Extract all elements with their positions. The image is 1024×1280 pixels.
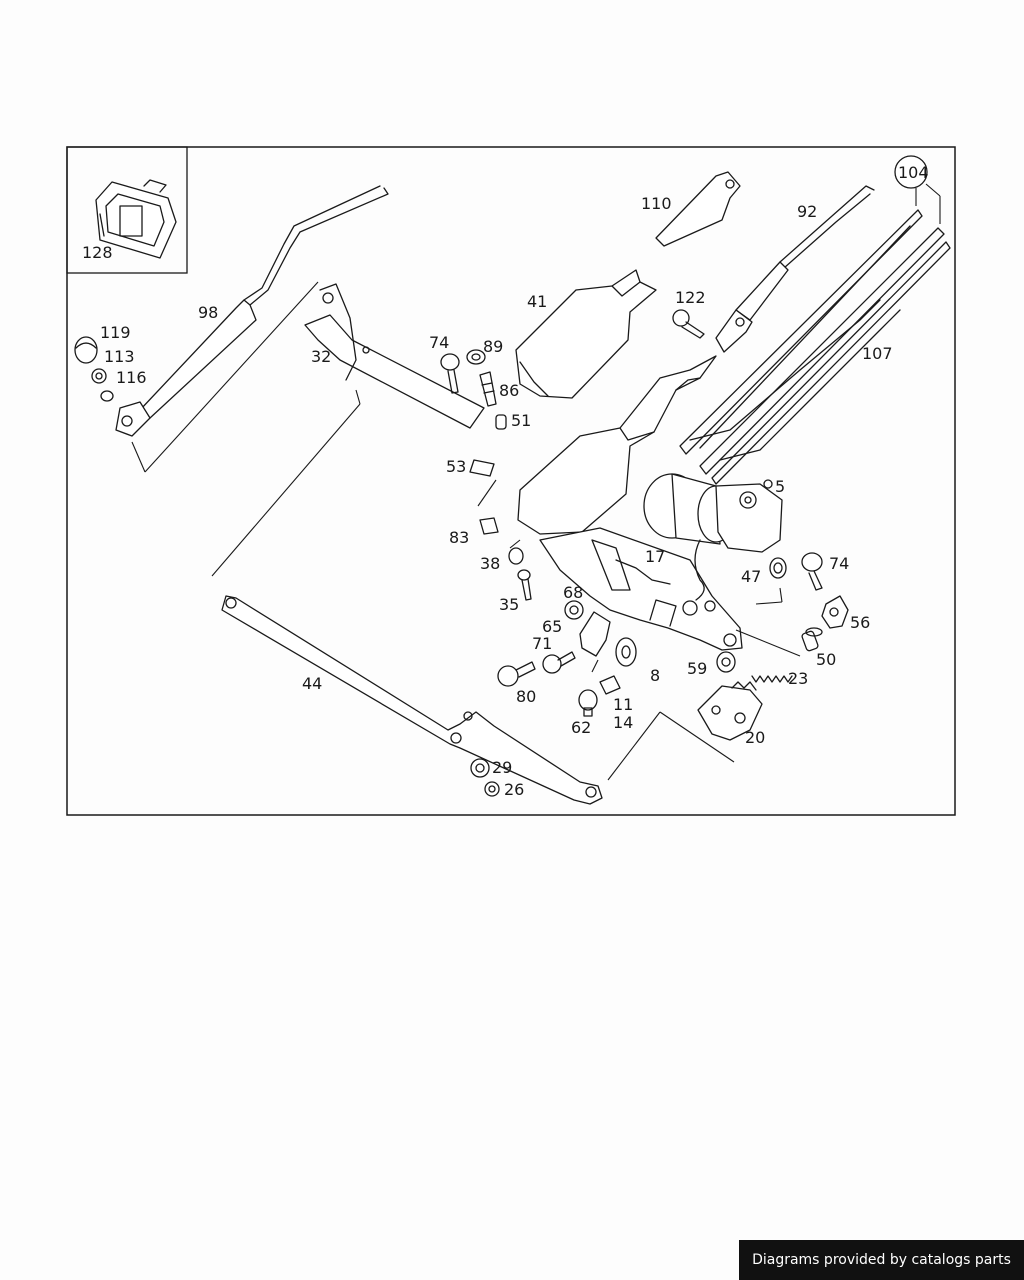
label-83: 83 xyxy=(449,528,469,547)
diagram-frame xyxy=(66,146,956,816)
part-44-drive-link xyxy=(221,595,735,805)
part-89-nut xyxy=(466,349,486,365)
label-119: 119 xyxy=(100,323,131,342)
part-68-nut xyxy=(564,600,584,620)
label-51: 51 xyxy=(511,411,531,430)
part-47-grommet xyxy=(755,557,787,605)
label-5: 5 xyxy=(775,477,785,496)
label-68: 68 xyxy=(563,583,583,602)
label-20: 20 xyxy=(745,728,765,747)
label-86: 86 xyxy=(499,381,519,400)
part-26-nut xyxy=(484,781,500,797)
part-104-wiper-blade-lower xyxy=(699,227,951,485)
credit-banner: Diagrams provided by catalogs parts xyxy=(739,1240,1024,1280)
part-53-clip xyxy=(469,459,497,507)
label-14: 14 xyxy=(613,713,633,732)
part-32-linkage-bracket xyxy=(211,283,485,577)
label-74-upper: 74 xyxy=(429,333,449,352)
label-104: 104 xyxy=(898,163,929,182)
part-116-washer xyxy=(100,390,114,402)
label-65: 65 xyxy=(542,617,562,636)
part-41-cover xyxy=(515,269,657,399)
part-11-clip xyxy=(591,659,621,695)
label-92: 92 xyxy=(797,202,817,221)
label-89: 89 xyxy=(483,337,503,356)
part-110-cover-piece xyxy=(655,171,741,247)
part-56-bracket xyxy=(821,595,849,629)
part-8-washer xyxy=(615,637,637,667)
label-23: 23 xyxy=(788,669,808,688)
part-17-wiper-frame xyxy=(539,527,801,657)
part-71-bolt xyxy=(542,651,576,674)
label-110: 110 xyxy=(641,194,672,213)
label-107: 107 xyxy=(862,344,893,363)
label-62: 62 xyxy=(571,718,591,737)
part-119-cap xyxy=(74,336,98,364)
label-116: 116 xyxy=(116,368,147,387)
part-23-spring xyxy=(751,675,793,683)
label-59: 59 xyxy=(687,659,707,678)
part-65-bracket xyxy=(579,611,611,657)
label-44: 44 xyxy=(302,674,322,693)
part-104-wiper-blade-upper xyxy=(679,209,923,455)
part-50-pin xyxy=(801,627,823,652)
part-80-bolt xyxy=(497,661,536,687)
part-83-clip xyxy=(479,517,499,535)
part-74-bolt-upper xyxy=(440,353,460,394)
label-71: 71 xyxy=(532,634,552,653)
part-122-bolt xyxy=(672,309,705,339)
inset-frame xyxy=(66,146,188,274)
callout-104-bracket xyxy=(894,155,941,224)
part-92-wiper-arm-right xyxy=(715,185,875,353)
label-80: 80 xyxy=(516,687,536,706)
part-35-screw xyxy=(517,569,532,601)
label-41: 41 xyxy=(527,292,547,311)
part-98-wiper-arm-left xyxy=(115,185,389,473)
callout-labels: 128 98 119 113 116 32 74 89 86 51 53 83 … xyxy=(82,163,929,799)
part-59-nut xyxy=(716,651,736,673)
part-74-bolt-lower xyxy=(801,552,823,591)
label-38: 38 xyxy=(480,554,500,573)
label-11: 11 xyxy=(613,695,633,714)
label-53: 53 xyxy=(446,457,466,476)
label-56: 56 xyxy=(850,613,870,632)
label-47: 47 xyxy=(741,567,761,586)
part-29-nut xyxy=(470,758,490,778)
part-38-bushing xyxy=(508,539,524,565)
label-32: 32 xyxy=(311,347,331,366)
part-62-ball-joint xyxy=(578,689,598,717)
label-113: 113 xyxy=(104,347,135,366)
label-35: 35 xyxy=(499,595,519,614)
part-128-connector xyxy=(95,179,177,259)
label-8: 8 xyxy=(650,666,660,685)
part-86-stud xyxy=(479,371,497,407)
label-29: 29 xyxy=(492,758,512,777)
part-5-wiper-motor xyxy=(643,473,783,601)
part-51-bushing xyxy=(495,414,507,430)
part-20-lever xyxy=(697,681,763,741)
part-41-cowl-cover xyxy=(517,355,717,535)
label-74-lower: 74 xyxy=(829,554,849,573)
label-122: 122 xyxy=(675,288,706,307)
label-50: 50 xyxy=(816,650,836,669)
part-113-nut xyxy=(91,368,107,384)
label-17: 17 xyxy=(645,547,665,566)
label-128: 128 xyxy=(82,243,113,262)
label-98: 98 xyxy=(198,303,218,322)
label-26: 26 xyxy=(504,780,524,799)
